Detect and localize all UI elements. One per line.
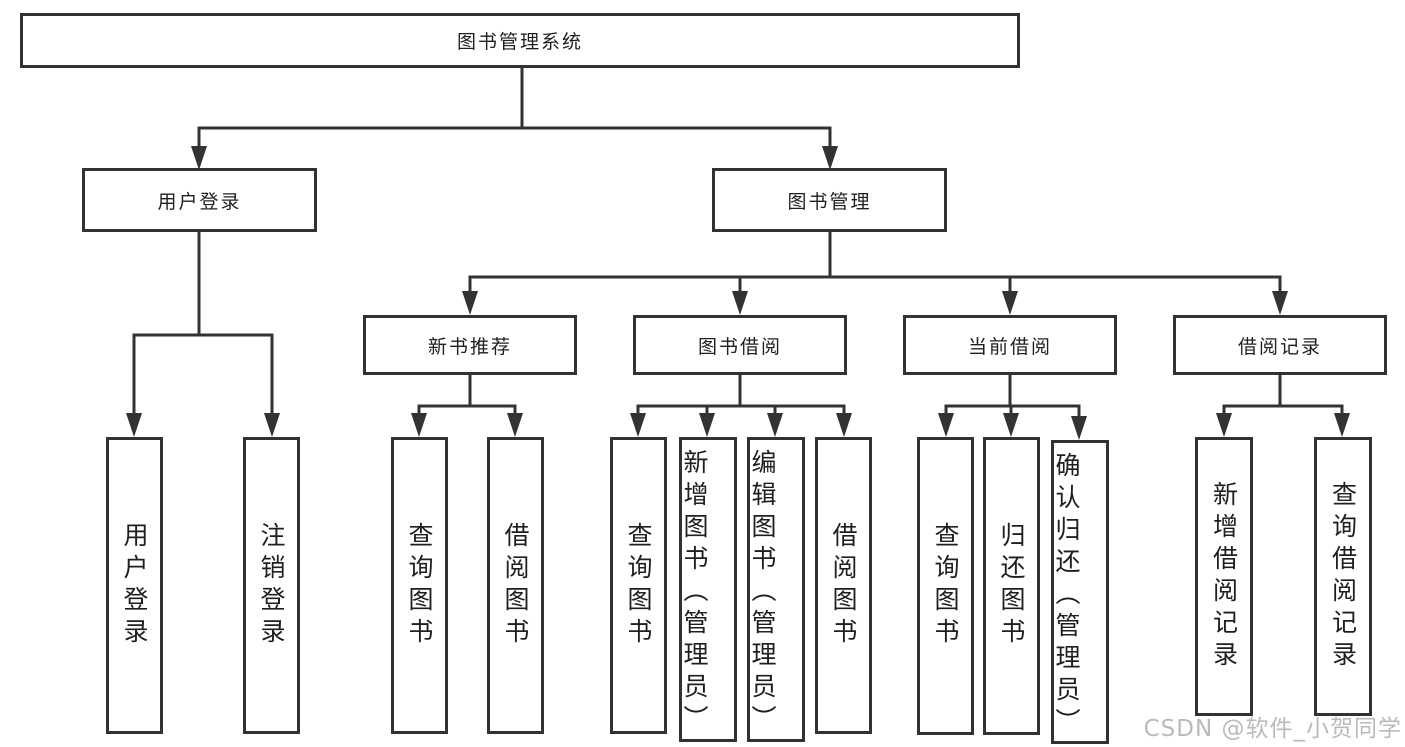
node-user-login-branch-label: 用户登录 — [157, 190, 242, 213]
node-leaf-borrow-borrow-book: 借阅图书 — [815, 437, 872, 734]
node-root: 图书管理系统 — [20, 13, 1020, 68]
node-new-book-recommend: 新书推荐 — [363, 315, 577, 375]
csdn-watermark: CSDN @软件_小贺同学 — [1143, 716, 1402, 742]
node-leaf-query-borrow-record: 查询借阅记录 — [1314, 437, 1372, 716]
node-new-book-recommend-label: 新书推荐 — [427, 335, 512, 358]
node-book-borrow-label: 图书借阅 — [697, 335, 782, 358]
node-leaf-return-book: 归还图书 — [983, 437, 1040, 735]
node-leaf-recommend-borrow-book: 借阅图书 — [487, 437, 544, 734]
node-borrow-records-label: 借阅记录 — [1237, 335, 1322, 358]
node-leaf-current-query-book-label: 查询图书 — [931, 522, 960, 650]
node-book-borrow: 图书借阅 — [633, 315, 847, 375]
node-leaf-recommend-borrow-book-label: 借阅图书 — [501, 521, 530, 650]
node-leaf-recommend-query-book: 查询图书 — [391, 437, 448, 734]
node-leaf-borrow-borrow-book-label: 借阅图书 — [829, 521, 858, 650]
node-leaf-return-book-label: 归还图书 — [997, 522, 1026, 650]
node-leaf-logout-label: 注销登录 — [257, 521, 286, 650]
node-leaf-edit-book-admin-label: 编辑图书（管理员） — [748, 449, 777, 737]
node-leaf-logout: 注销登录 — [243, 437, 300, 734]
node-root-label: 图书管理系统 — [456, 31, 583, 53]
node-leaf-recommend-query-book-label: 查询图书 — [405, 521, 434, 650]
node-borrow-records: 借阅记录 — [1173, 315, 1387, 375]
node-leaf-current-query-book: 查询图书 — [917, 437, 974, 735]
node-leaf-confirm-return-admin-label: 确认归还（管理员） — [1052, 451, 1081, 740]
node-leaf-edit-book-admin: 编辑图书（管理员） — [747, 437, 805, 742]
node-book-management: 图书管理 — [712, 168, 947, 232]
node-book-management-label: 图书管理 — [787, 190, 872, 213]
node-user-login-branch: 用户登录 — [82, 168, 317, 232]
node-leaf-add-book-admin-label: 新增图书（管理员） — [680, 449, 709, 737]
node-leaf-borrow-query-book: 查询图书 — [610, 437, 667, 734]
node-leaf-confirm-return-admin: 确认归还（管理员） — [1051, 440, 1109, 744]
node-leaf-add-borrow-record: 新增借阅记录 — [1195, 437, 1253, 716]
node-leaf-borrow-query-book-label: 查询图书 — [624, 521, 653, 650]
node-leaf-add-borrow-record-label: 新增借阅记录 — [1209, 480, 1239, 673]
node-current-borrow-label: 当前借阅 — [967, 335, 1052, 358]
node-leaf-add-book-admin: 新增图书（管理员） — [679, 437, 737, 742]
node-leaf-query-borrow-record-label: 查询借阅记录 — [1328, 480, 1358, 673]
node-current-borrow: 当前借阅 — [903, 315, 1117, 375]
node-leaf-user-login-label: 用户登录 — [120, 521, 149, 650]
node-leaf-user-login: 用户登录 — [106, 437, 163, 734]
